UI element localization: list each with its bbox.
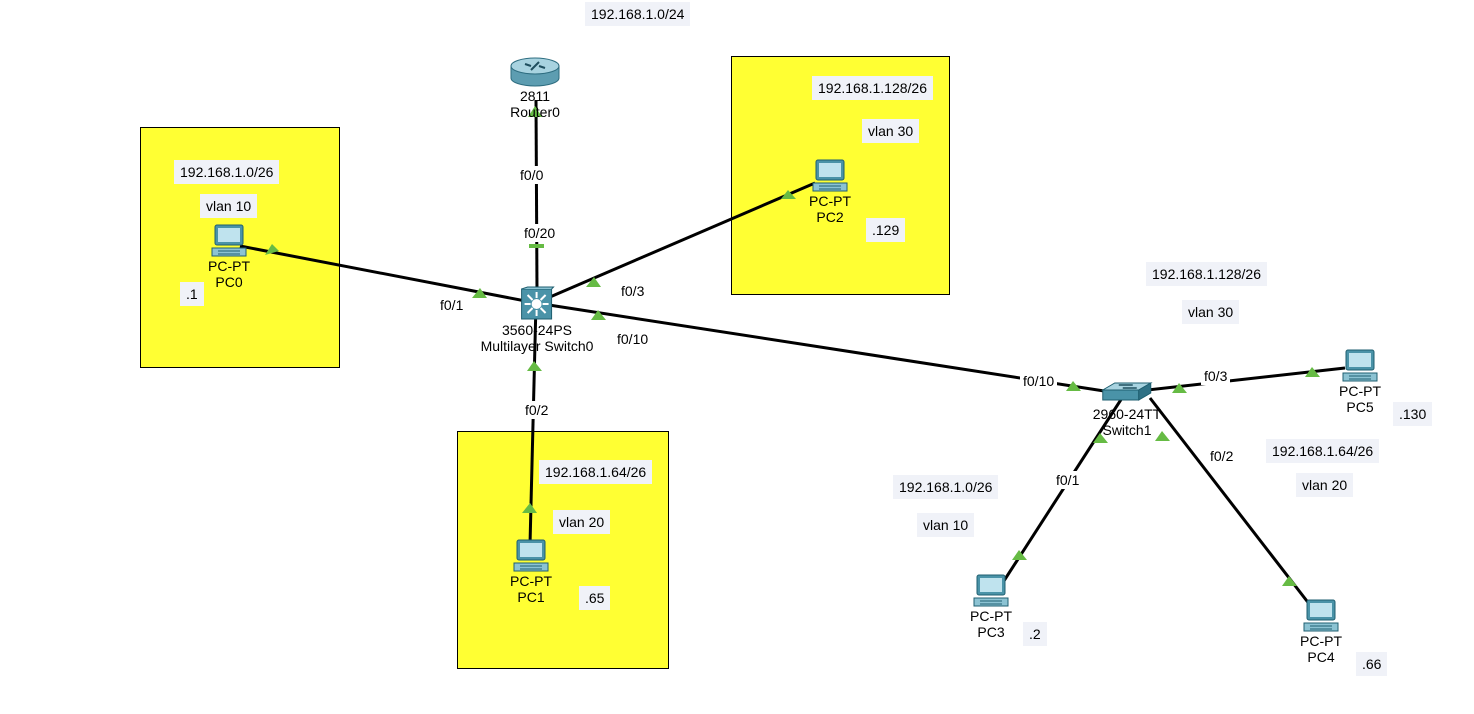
note-pc3-ip[interactable]: .2 [1023, 622, 1047, 646]
note-vlan20-network[interactable]: 192.168.1.64/26 [539, 460, 653, 484]
pc2-model: PC-PT [809, 193, 851, 209]
switch1[interactable]: 2960-24TT Switch1 [1093, 382, 1161, 438]
pc-icon [812, 159, 848, 192]
link-light-mls-f010 [591, 310, 606, 320]
note-sw1-vlan10-network[interactable]: 192.168.1.0/26 [893, 475, 999, 499]
note-vlan30-label[interactable]: vlan 30 [862, 119, 920, 143]
pc2-name: PC2 [816, 209, 844, 225]
pc-icon [1342, 349, 1378, 382]
router0-model: 2811 [519, 88, 551, 104]
port-label-sw1-f02: f0/2 [1207, 447, 1237, 465]
link-light-pc4 [1282, 576, 1297, 586]
pc0[interactable]: PC-PT PC0 [208, 224, 250, 290]
port-label-mls-f02: f0/2 [522, 401, 552, 419]
link-light-mls-f02 [527, 361, 542, 371]
pc5-model: PC-PT [1339, 383, 1381, 399]
pc4[interactable]: PC-PT PC4 [1300, 599, 1342, 665]
pc5[interactable]: PC-PT PC5 [1339, 349, 1381, 415]
port-label-sw1-f010: f0/10 [1020, 372, 1058, 390]
pc1-model: PC-PT [510, 573, 552, 589]
link-light-sw1-f01 [1093, 433, 1108, 443]
note-pc4-ip[interactable]: .66 [1356, 652, 1388, 676]
switch-icon [1101, 382, 1153, 401]
note-vlan30-network[interactable]: 192.168.1.128/26 [812, 76, 933, 100]
note-sw1-vlan20-network[interactable]: 192.168.1.64/26 [1266, 439, 1380, 463]
pc5-name: PC5 [1346, 399, 1374, 415]
link-light-sw1-f03 [1172, 383, 1187, 393]
note-vlan10-label[interactable]: vlan 10 [200, 194, 258, 218]
note-pc0-ip[interactable]: .1 [180, 282, 204, 306]
link-light-pc3 [1012, 550, 1027, 560]
pc-icon [1303, 599, 1339, 632]
link-light-mls-f020 [529, 244, 544, 248]
router0[interactable]: 2811 Router0 [509, 56, 561, 120]
pc1[interactable]: PC-PT PC1 [510, 539, 552, 605]
note-sw1-vlan10-label[interactable]: vlan 10 [917, 513, 975, 537]
pc1-name: PC1 [517, 589, 545, 605]
link-light-sw1-f02 [1155, 431, 1170, 441]
link-light-mls-f01 [472, 288, 487, 298]
pc2[interactable]: PC-PT PC2 [809, 159, 851, 225]
pc-icon [211, 224, 247, 257]
link-light-pc1 [522, 503, 537, 513]
link-switch1-pc4[interactable] [1148, 397, 1312, 606]
router-icon [510, 57, 560, 87]
multilayer-switch0-model: 3560-24PS [501, 322, 573, 338]
link-light-pc0 [265, 244, 279, 255]
link-pc0-mls[interactable] [239, 244, 537, 305]
note-pc2-ip[interactable]: .129 [866, 218, 906, 242]
pc0-model: PC-PT [208, 258, 250, 274]
link-router-mls[interactable] [534, 99, 539, 293]
port-label-mls-f010: f0/10 [614, 330, 652, 348]
link-light-pc2 [781, 190, 796, 199]
link-light-mls-f03 [586, 277, 601, 287]
switch1-name: Switch1 [1102, 422, 1152, 438]
pc0-name: PC0 [215, 274, 243, 290]
link-light-router [528, 106, 542, 117]
note-pc1-ip[interactable]: .65 [579, 586, 611, 610]
port-label-sw1-f03: f0/3 [1201, 367, 1231, 385]
port-label-mls-f020: f0/20 [521, 224, 559, 242]
note-sw1-vlan30-network[interactable]: 192.168.1.128/26 [1146, 262, 1267, 286]
router0-name: Router0 [510, 104, 560, 120]
note-vlan20-label[interactable]: vlan 20 [553, 510, 611, 534]
note-sw1-vlan30-label[interactable]: vlan 30 [1182, 300, 1240, 324]
port-label-mls-f01: f0/1 [437, 296, 467, 314]
port-label-mls-f03: f0/3 [618, 282, 648, 300]
port-label-router-f00: f0/0 [517, 166, 547, 184]
pc4-name: PC4 [1307, 649, 1335, 665]
pc-icon [513, 539, 549, 572]
link-pc2-mls[interactable] [535, 181, 816, 305]
note-pc5-ip[interactable]: .130 [1393, 402, 1433, 426]
note-sw1-vlan20-label[interactable]: vlan 20 [1296, 473, 1354, 497]
note-top-network[interactable]: 192.168.1.0/24 [585, 2, 691, 26]
link-light-sw1-f010 [1066, 381, 1081, 391]
switch1-model: 2960-24TT [1092, 406, 1162, 422]
multilayer-switch0-name: Multilayer Switch0 [480, 338, 594, 354]
port-label-sw1-f01: f0/1 [1053, 471, 1083, 489]
pc3[interactable]: PC-PT PC3 [970, 574, 1012, 640]
multilayer-switch-icon [521, 286, 555, 320]
pc4-model: PC-PT [1300, 633, 1342, 649]
pc3-name: PC3 [977, 624, 1005, 640]
pc-icon [973, 574, 1009, 607]
multilayer-switch0[interactable]: 3560-24PS Multilayer Switch0 [480, 286, 594, 354]
pc3-model: PC-PT [970, 608, 1012, 624]
note-vlan10-network[interactable]: 192.168.1.0/26 [174, 160, 280, 184]
link-light-pc5 [1305, 367, 1320, 377]
